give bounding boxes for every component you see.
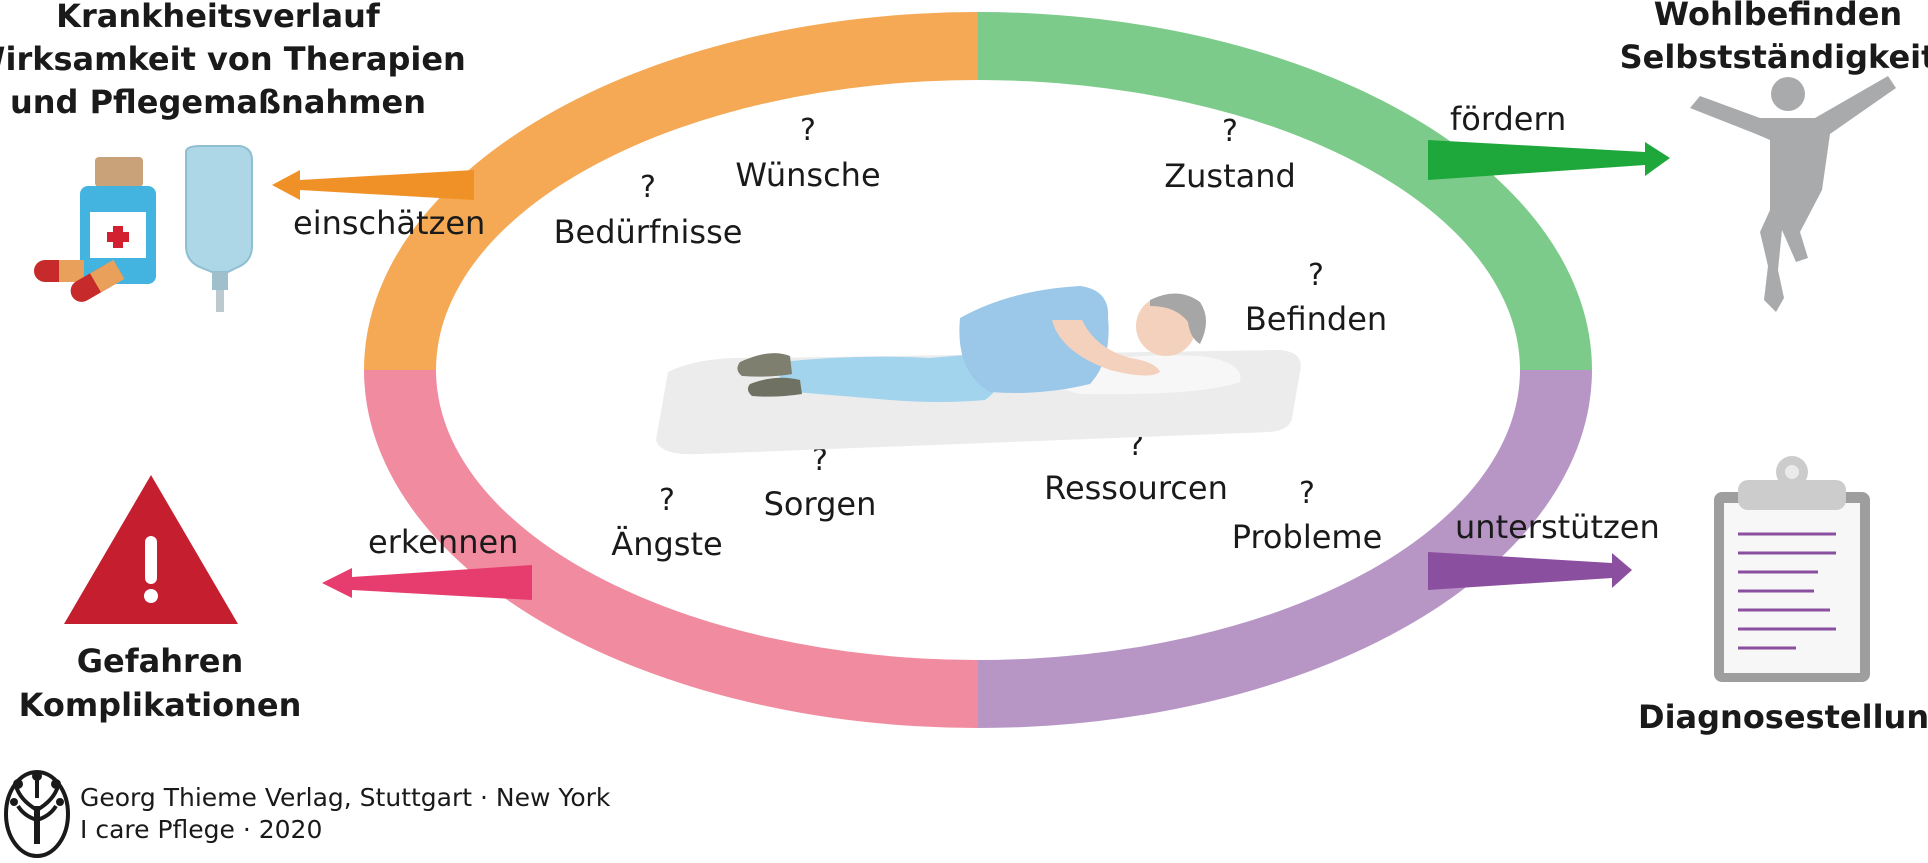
medicine-cross-h <box>107 232 129 242</box>
action-label-erkennen: erkennen <box>368 523 518 561</box>
question-label-probleme: Probleme <box>1232 518 1383 556</box>
patient-torso <box>959 286 1109 393</box>
clipboard-icon <box>1714 456 1870 682</box>
infusion-bag-icon <box>185 145 253 312</box>
patient-arm <box>1052 320 1160 376</box>
process-ring <box>364 12 1592 728</box>
question-mark: ? <box>640 170 656 205</box>
medicine-icon <box>34 157 156 302</box>
question-mark: ? <box>800 113 816 148</box>
question-mark: ? <box>812 443 828 478</box>
question-label-zustand: Zustand <box>1164 157 1296 195</box>
heading-top-left-line-2: Wirksamkeit von Therapien <box>0 40 466 78</box>
question-mark: ? <box>1308 258 1324 293</box>
question-ressourcen: ? Ressourcen <box>1044 428 1228 507</box>
question-mark: ? <box>1222 114 1238 149</box>
jumping-person-icon <box>1690 76 1896 312</box>
question-mark: ? <box>1299 476 1315 511</box>
action-label-foerdern: fördern <box>1450 100 1566 138</box>
action-label-einschaetzen: einschätzen <box>293 204 485 242</box>
heading-top-left-line-3: und Pflegemaßnahmen <box>10 83 426 121</box>
pill-capsule-2 <box>70 259 125 302</box>
ring-segment-pink <box>364 370 978 728</box>
question-label-wuensche: Wünsche <box>735 156 880 194</box>
ring-segment-green <box>978 12 1592 370</box>
patient-illustration <box>656 286 1301 455</box>
question-aengste: ? Ängste <box>611 483 722 563</box>
heading-top-left: Krankheitsverlauf Wirksamkeit von Therap… <box>0 0 466 121</box>
arrow-einschaetzen <box>272 170 474 200</box>
patient-shoe-1 <box>737 353 792 377</box>
question-label-aengste: Ängste <box>611 525 722 563</box>
pill-capsule-1 <box>34 260 84 282</box>
question-mark: ? <box>659 483 675 518</box>
question-zustand: ? Zustand <box>1164 114 1296 195</box>
patient-hair <box>1150 293 1206 344</box>
heading-top-right-line-1: Wohlbefinden <box>1654 0 1902 33</box>
action-label-unterstuetzen: unterstützen <box>1455 508 1660 546</box>
arrow-erkennen <box>322 565 532 600</box>
question-label-befinden: Befinden <box>1245 300 1387 338</box>
question-probleme: ? Probleme <box>1232 476 1383 556</box>
patient-shoe-2 <box>747 377 802 397</box>
heading-bottom-left-line-2: Komplikationen <box>19 686 302 724</box>
question-label-beduerfnisse: Bedürfnisse <box>554 213 743 251</box>
question-sorgen: ? Sorgen <box>764 443 877 523</box>
question-label-sorgen: Sorgen <box>764 485 877 523</box>
question-wuensche: ? Wünsche <box>735 113 880 194</box>
arrow-foerdern <box>1428 140 1670 180</box>
question-label-ressourcen: Ressourcen <box>1044 469 1228 507</box>
publisher-credit-line-1: Georg Thieme Verlag, Stuttgart · New Yor… <box>80 783 611 812</box>
heading-bottom-right: Diagnosestellung <box>1638 698 1928 736</box>
heading-top-right: Wohlbefinden Selbstständigkeit <box>1620 0 1928 76</box>
ring-segment-purple <box>978 370 1592 728</box>
heading-bottom-left: Gefahren Komplikationen <box>19 642 302 724</box>
heading-top-left-line-1: Krankheitsverlauf <box>56 0 381 35</box>
publisher-credit-line-2: I care Pflege · 2020 <box>80 815 322 844</box>
medicine-bottle-cap <box>95 157 143 187</box>
question-befinden: ? Befinden <box>1245 258 1387 338</box>
warning-icon <box>64 475 238 624</box>
question-beduerfnisse: ? Bedürfnisse <box>554 170 743 251</box>
heading-bottom-left-line-1: Gefahren <box>77 642 244 680</box>
arrow-unterstuetzen <box>1428 552 1632 590</box>
heading-top-right-line-2: Selbstständigkeit <box>1620 38 1928 76</box>
ring-segment-orange <box>364 12 978 370</box>
patient-legs <box>779 352 1003 402</box>
publisher-logo <box>4 770 70 858</box>
